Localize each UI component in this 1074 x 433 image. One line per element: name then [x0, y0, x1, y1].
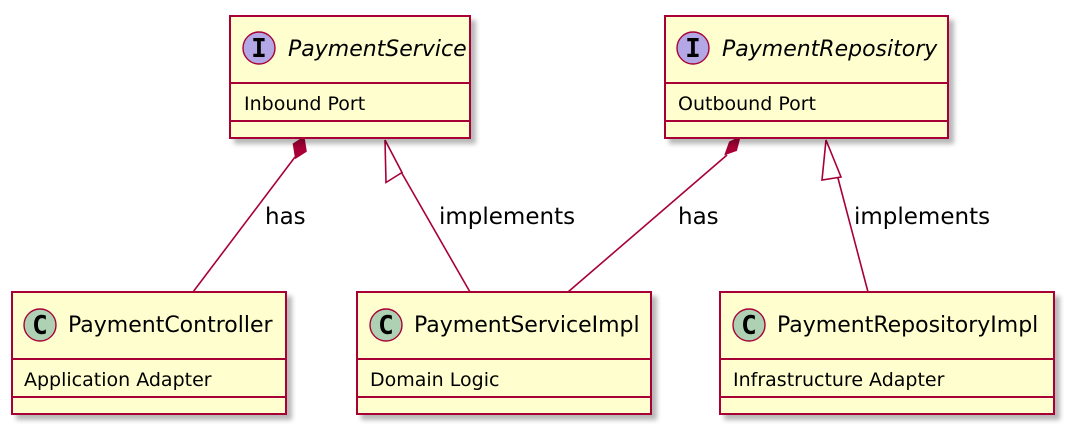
composition-diamond-icon: [724, 136, 741, 156]
relation-label: has: [265, 204, 306, 230]
relation-repoimpl-implements-repository[interactable]: implements: [821, 139, 990, 293]
realization-line: [395, 162, 471, 293]
class-badge-icon: [23, 308, 57, 342]
interface-badge-icon: [676, 31, 710, 65]
badge-letter: C: [741, 311, 757, 341]
box-field: Outbound Port: [678, 93, 816, 115]
box-field: Application Adapter: [24, 369, 212, 391]
relations: has implements has implements: [192, 136, 990, 293]
relation-impl-implements-service[interactable]: implements: [384, 139, 575, 293]
interface-box-payment-service[interactable]: I PaymentService Inbound Port: [229, 15, 471, 139]
realization-line: [833, 162, 869, 293]
box-body: [664, 15, 949, 139]
badge-letter: I: [685, 34, 701, 64]
relation-label: implements: [439, 204, 575, 230]
badge-letter: I: [251, 34, 267, 64]
interface-badge-icon: [242, 31, 276, 65]
class-box-payment-service-impl[interactable]: C PaymentServiceImpl Domain Logic: [356, 291, 652, 415]
badge-letter: C: [32, 311, 48, 341]
box-field: Inbound Port: [244, 93, 365, 115]
composition-line: [567, 154, 728, 293]
box-body: [356, 291, 652, 415]
box-title: PaymentController: [68, 313, 273, 338]
realization-arrowhead-icon: [821, 139, 843, 181]
interface-box-payment-repository[interactable]: I PaymentRepository Outbound Port: [664, 15, 949, 139]
box-field: Domain Logic: [370, 369, 499, 391]
composition-diamond-icon: [292, 136, 307, 160]
class-badge-icon: [369, 308, 403, 342]
box-body: [719, 291, 1055, 415]
relation-label: has: [678, 204, 719, 230]
relation-controller-has-service[interactable]: has: [192, 136, 307, 293]
relation-impl-has-repository[interactable]: has: [567, 136, 741, 293]
box-field: Infrastructure Adapter: [733, 369, 945, 391]
box-title: PaymentRepositoryImpl: [777, 313, 1038, 338]
box-body: [11, 291, 287, 415]
box-title: PaymentService: [288, 37, 467, 62]
class-box-payment-repository-impl[interactable]: C PaymentRepositoryImpl Infrastructure A…: [719, 291, 1055, 415]
class-box-payment-controller[interactable]: C PaymentController Application Adapter: [11, 291, 287, 415]
relation-label: implements: [854, 204, 990, 230]
realization-arrowhead-icon: [384, 139, 404, 184]
box-title: PaymentServiceImpl: [414, 313, 640, 338]
badge-letter: C: [378, 311, 394, 341]
box-title: PaymentRepository: [722, 37, 938, 62]
composition-line: [192, 156, 296, 293]
class-badge-icon: [732, 308, 766, 342]
